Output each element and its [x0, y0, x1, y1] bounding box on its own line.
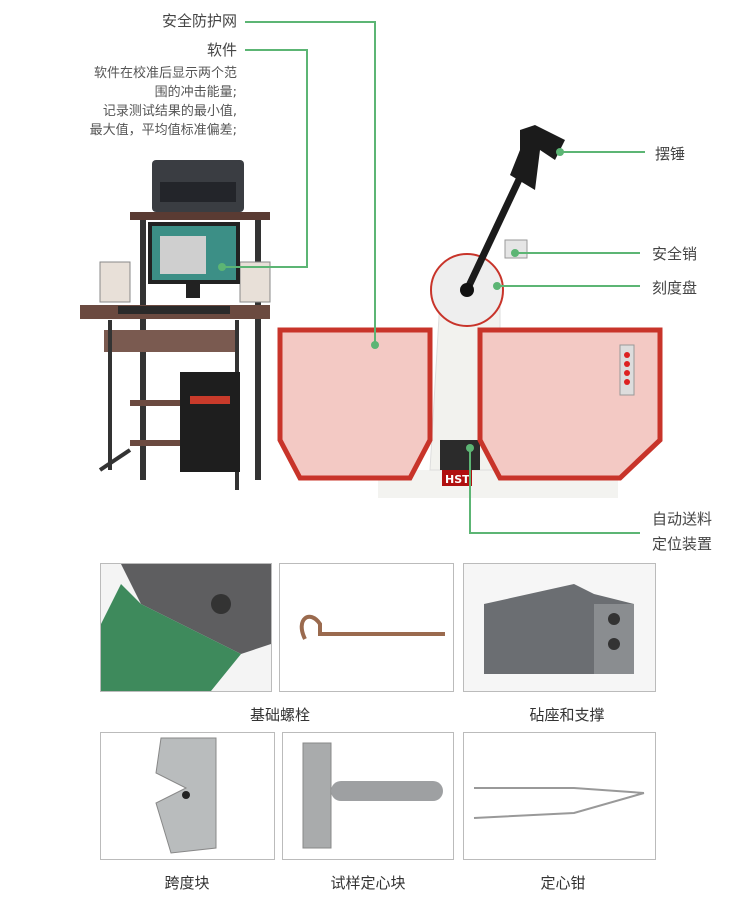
- thumb-foundation-bolt-2: [279, 563, 454, 692]
- thumb-centering-tongs: [463, 732, 656, 860]
- thumb-anvil-support: [463, 563, 656, 692]
- thumb-span-block: [100, 732, 275, 860]
- impact-tester: HST: [277, 125, 663, 498]
- leader-lines: [222, 21, 645, 534]
- label-safety-net: 安全防护网: [161, 12, 237, 30]
- desc-line: 围的冲击能量;: [154, 85, 237, 100]
- label-dial: 刻度盘: [652, 279, 698, 297]
- label-software: 软件: [206, 41, 237, 59]
- computer-desk: [80, 160, 271, 490]
- software-description: 软件在校准后显示两个范 围的冲击能量; 记录测试结果的最小值, 最大值，平均值标…: [90, 64, 237, 140]
- thumb-foundation-bolt-1: [100, 563, 272, 692]
- label-auto-feed-2: 定位装置: [652, 535, 713, 553]
- leader-dots: [218, 148, 564, 452]
- machine-illustration: HST: [80, 21, 663, 534]
- caption-span-block: 跨度块: [164, 874, 210, 892]
- caption-specimen-centering-block: 试样定心块: [330, 874, 406, 892]
- label-safety-pin: 安全销: [652, 245, 698, 263]
- brand-plate: HST: [445, 473, 470, 486]
- caption-centering-tongs: 定心钳: [540, 874, 586, 892]
- desc-line: 软件在校准后显示两个范: [93, 66, 237, 81]
- desc-line: 最大值，平均值标准偏差;: [89, 123, 237, 138]
- label-auto-feed-1: 自动送料: [652, 510, 713, 528]
- label-pendulum: 摆锤: [655, 145, 686, 163]
- thumb-specimen-centering-block: [282, 732, 454, 860]
- desc-line: 记录测试结果的最小值,: [102, 104, 237, 119]
- caption-anvil-support: 砧座和支撑: [529, 706, 605, 724]
- caption-foundation-bolt: 基础螺栓: [249, 706, 310, 724]
